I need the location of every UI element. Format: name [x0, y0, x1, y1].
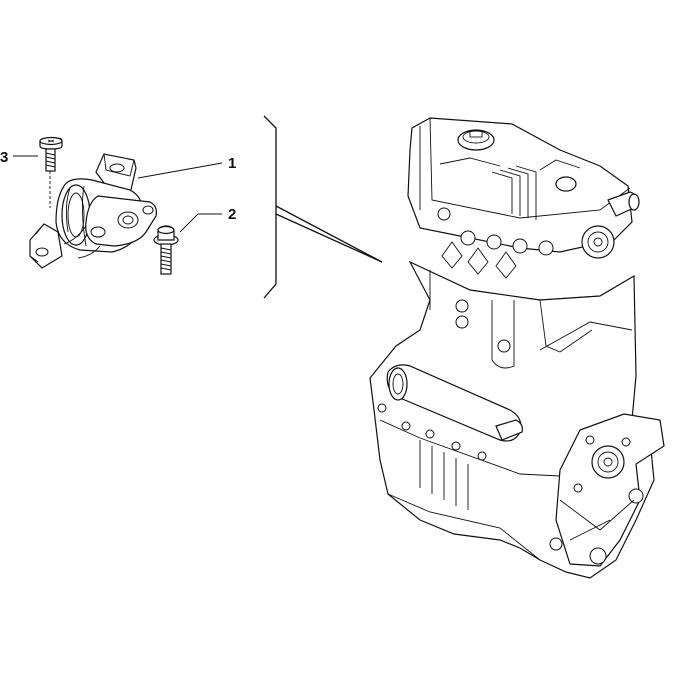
mount-screw: [39, 136, 63, 208]
flange-bolt: [153, 225, 179, 275]
engine-block: [369, 117, 665, 579]
callout-1-label: 1: [228, 155, 236, 172]
engine-mount: [29, 153, 157, 269]
leader-lines: [13, 155, 223, 233]
assembly-indicator-bracket: [263, 115, 383, 299]
callout-3-label: 3: [0, 149, 8, 166]
callout-2-label: 2: [228, 206, 236, 223]
